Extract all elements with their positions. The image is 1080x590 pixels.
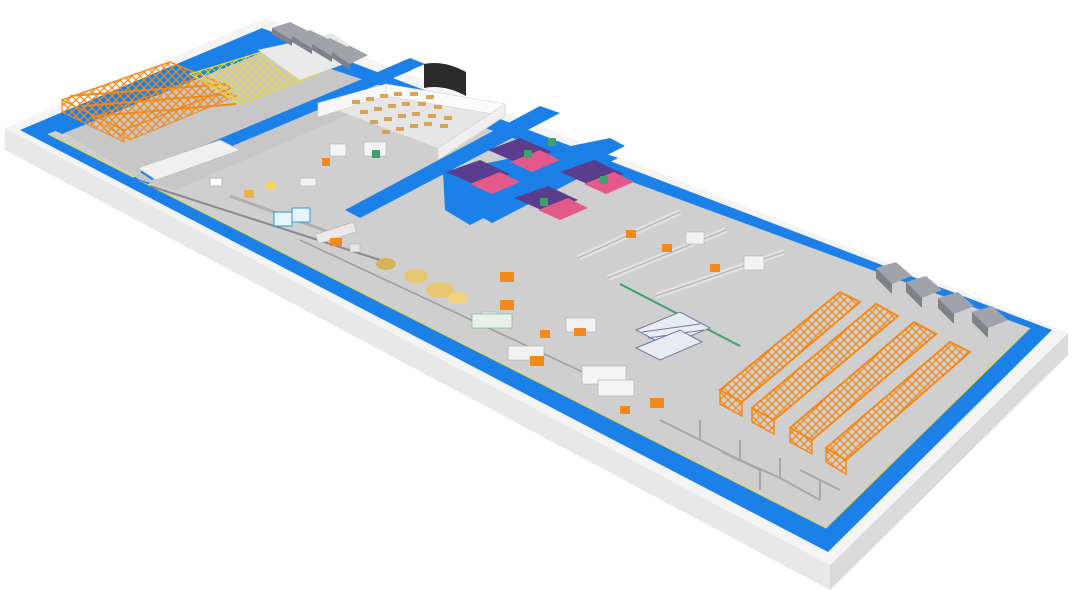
truck-icon	[972, 306, 1008, 338]
robot-arm-icon	[322, 141, 387, 166]
storage-rack-icon	[718, 290, 862, 418]
office-block	[317, 63, 506, 161]
office-wall-front	[437, 103, 506, 161]
robot-arm-icon	[626, 230, 636, 238]
orange-racks-top-left	[60, 61, 238, 143]
truck-icon	[876, 262, 912, 294]
storage-rack-icon	[788, 320, 938, 456]
orange-racks-bottom-right	[718, 290, 972, 476]
truck-icon	[332, 46, 368, 70]
machine-icon	[244, 190, 254, 198]
cnc-machine-icon	[597, 379, 635, 397]
tank-icon	[376, 258, 396, 270]
machining-cells-bottom	[471, 311, 712, 414]
screen-wall	[424, 63, 466, 96]
robot-arm-icon	[600, 176, 608, 184]
tank-icon	[448, 292, 468, 304]
machine-icon	[291, 207, 311, 223]
storage-rack-icon	[824, 340, 972, 476]
truck-icon	[906, 276, 942, 308]
robot-arm-icon	[662, 244, 672, 252]
robot-arm-icon	[524, 150, 532, 158]
robot-arm-icon	[540, 198, 548, 206]
press-machine-icon	[446, 160, 520, 194]
floor-edge-line	[47, 133, 1031, 529]
pipe-grid-bottom	[659, 419, 841, 501]
storage-rack-icon	[750, 302, 900, 436]
machine-icon	[209, 177, 223, 187]
trucks-top	[272, 22, 368, 70]
slab-front-left	[5, 128, 830, 590]
conveyor-icon	[315, 221, 357, 245]
blue-lane-mid	[345, 106, 560, 218]
robot-arm-icon	[710, 264, 720, 272]
desks	[352, 92, 452, 134]
machine-icon	[299, 177, 317, 187]
tank-icon	[404, 269, 428, 283]
truck-icon	[938, 292, 974, 324]
press-lines-center	[446, 138, 634, 220]
trucks-right	[876, 262, 1008, 338]
cnc-machine-icon	[634, 329, 704, 361]
top-left-inset	[58, 46, 400, 190]
assembly-line-left	[137, 139, 387, 261]
robot-arm-icon	[548, 138, 556, 146]
machine-icon	[266, 182, 276, 190]
tank-icon	[426, 282, 454, 298]
slab-front-right	[830, 333, 1068, 590]
press-machine-icon	[488, 138, 560, 172]
machine-icon	[273, 211, 293, 227]
